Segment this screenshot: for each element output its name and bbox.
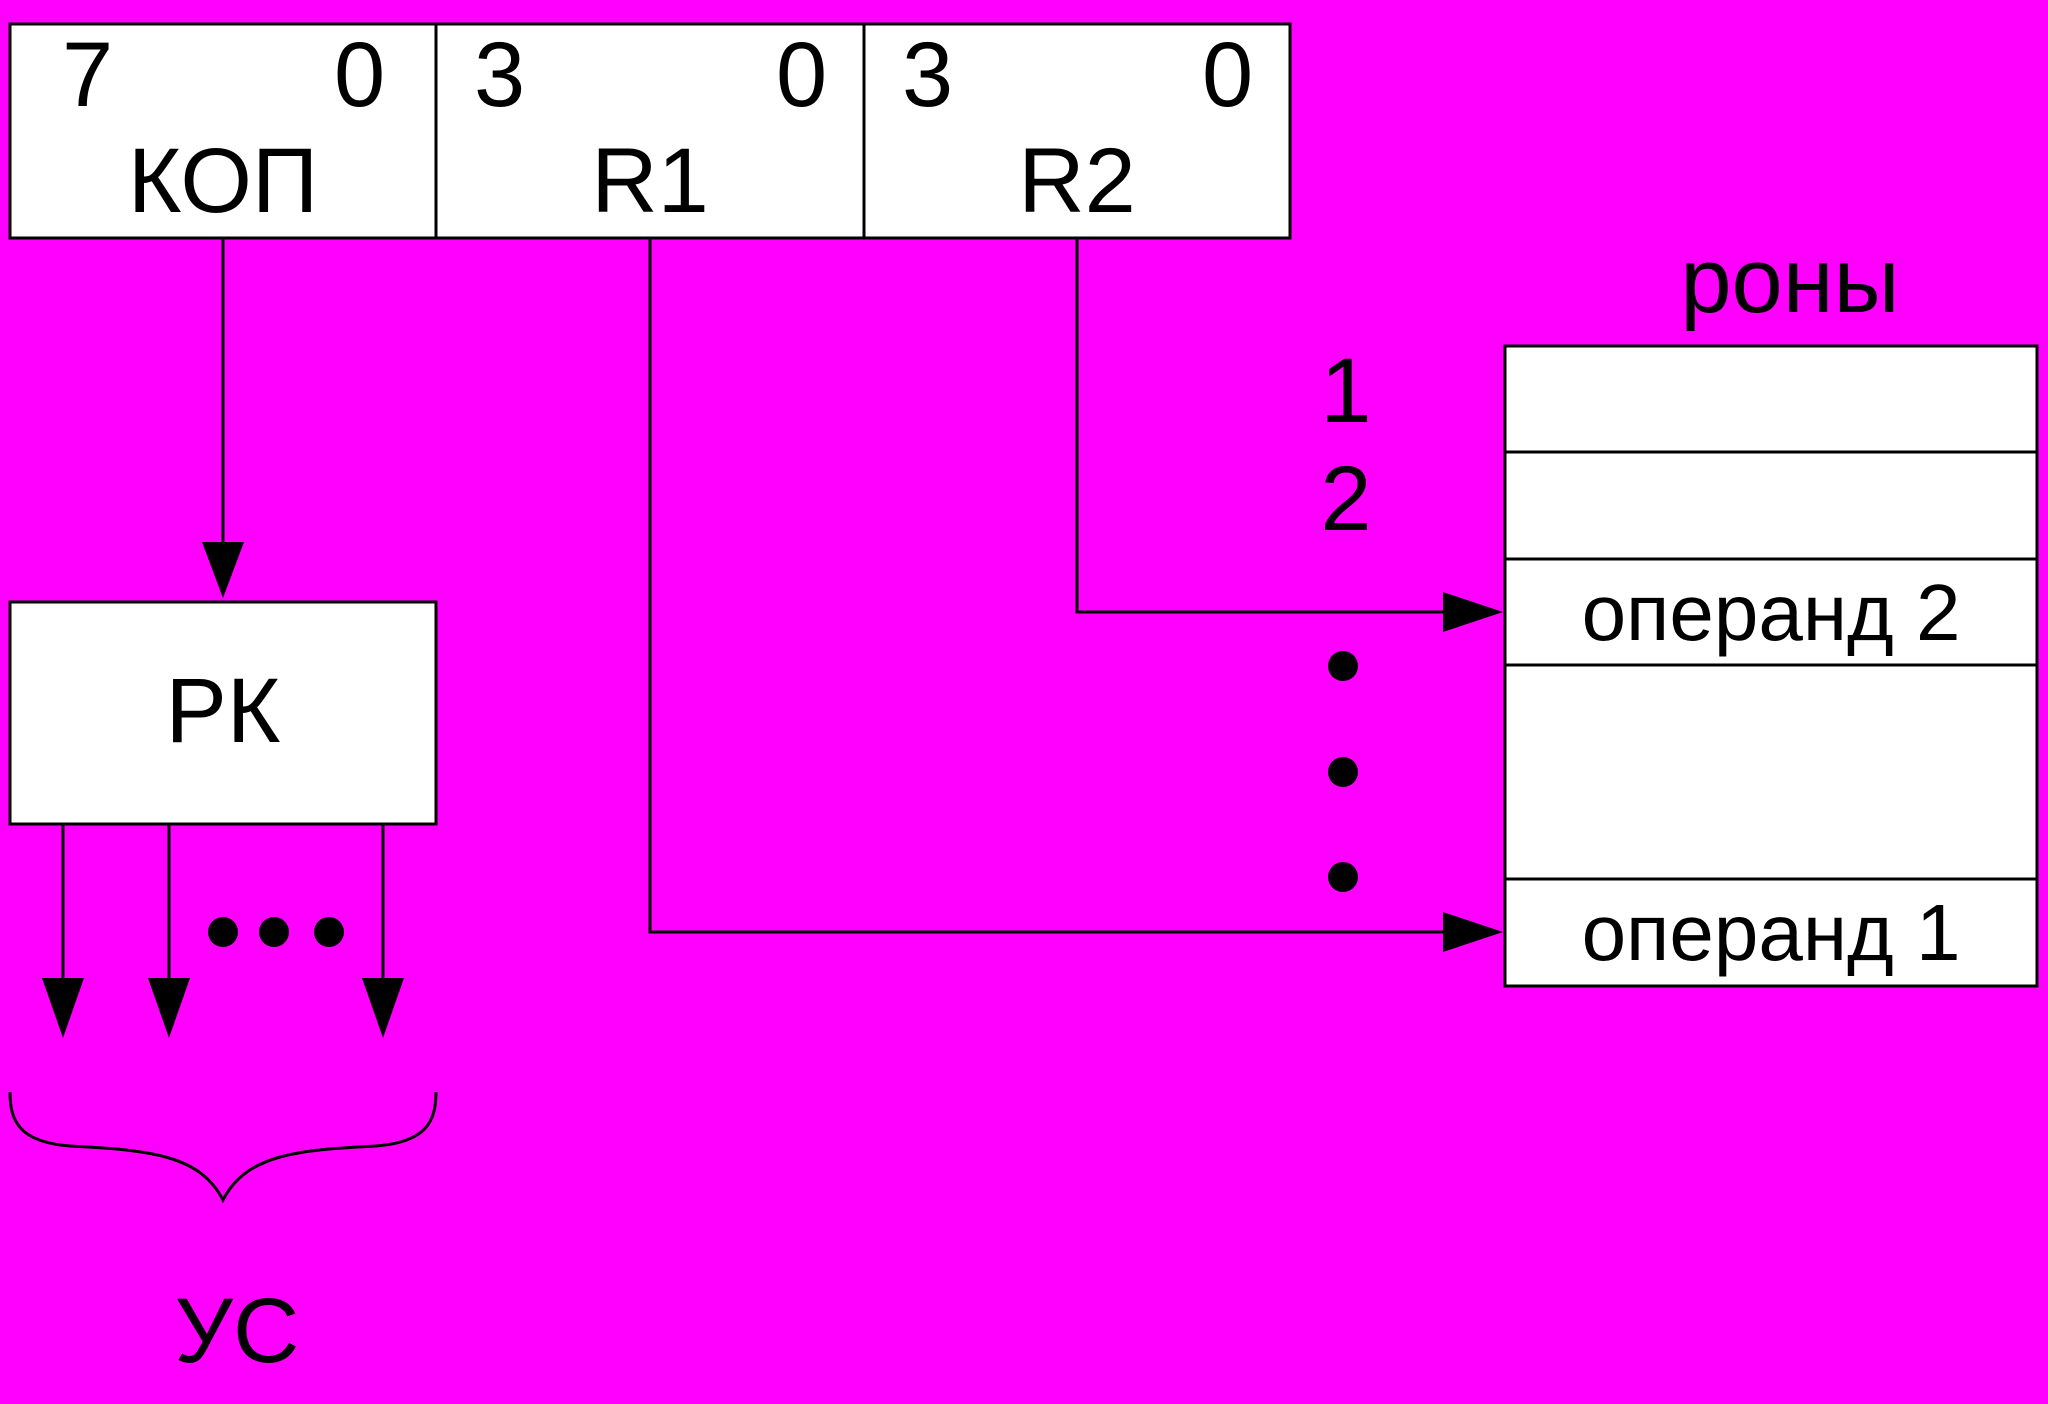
bit-high-label: 3 [902,24,953,126]
field-kop: 7 0 КОП [62,24,385,232]
ellipsis-dot [1328,862,1358,892]
ellipsis-dot [314,917,344,947]
bit-low-label: 0 [1202,24,1253,126]
curly-brace [8,1091,438,1204]
kop-to-rk-arrow [202,238,244,598]
ellipsis-dot [1328,651,1358,681]
rk-label: РК [166,660,281,762]
ellipsis-dot [208,917,238,947]
r1-to-operand1-arrow [648,238,1503,952]
command-register: РК [8,600,438,826]
field-name: КОП [128,130,318,232]
register-row-number: 2 [1320,448,1371,550]
field-r2: 3 0 R2 [902,24,1253,232]
register-row-number: 1 [1320,340,1371,442]
control-signal-arrows [42,824,404,1038]
control-unit-label: УС [175,1280,300,1382]
register-file: роны 1 2 операнд 2 операнд 1 [1320,230,2039,988]
instruction-box [8,22,1292,240]
operand2-cell: операнд 2 [1582,568,1961,657]
bit-high-label: 7 [62,24,113,126]
r2-to-operand2-arrow [1075,238,1503,632]
register-file-title: роны [1680,230,1899,332]
ellipsis-dot [259,917,289,947]
field-name: R2 [1018,130,1136,232]
field-name: R1 [591,130,709,232]
operand1-cell: операнд 1 [1582,888,1961,977]
field-r1: 3 0 R1 [474,24,827,232]
bit-low-label: 0 [334,24,385,126]
instruction-format: 7 0 КОП 3 0 R1 3 0 R2 [8,22,1292,240]
rk-box [8,600,438,826]
bit-low-label: 0 [776,24,827,126]
ellipsis-dot [1328,757,1358,787]
bit-high-label: 3 [474,24,525,126]
